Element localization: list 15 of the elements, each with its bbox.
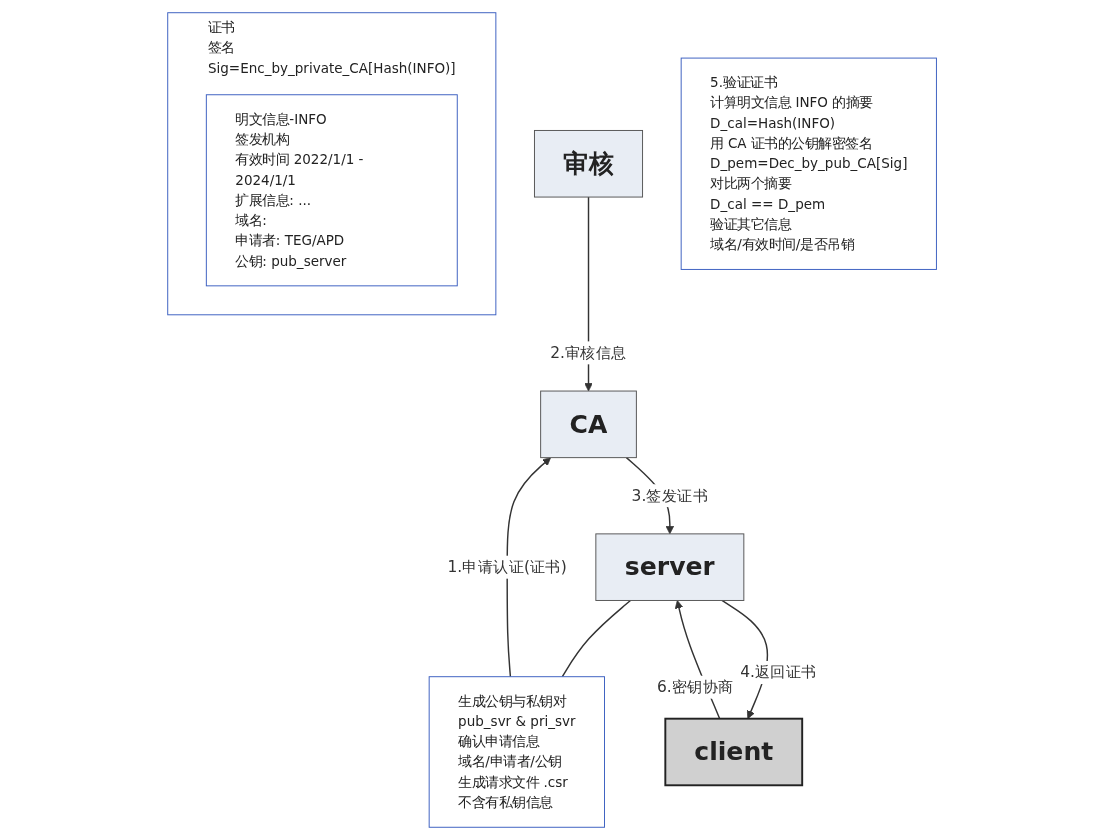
edge-label: 3.签发证书	[632, 486, 709, 505]
node-box: 生成公钥与私钥对 pub_svr & pri_svr 确认申请信息 域名/申请者/公钥 生成请求文件 .csr 不含有私钥信息	[429, 676, 606, 828]
edge-label: 2.审核信息	[550, 343, 628, 362]
node-box: 明文信息-INFO 签发机构 有效时间 2022/1/1 - 2024/1/1 扩展信息: ... 域名: 申请者: TEG/APD 公钥: pub_server	[206, 94, 459, 287]
node-box: server	[595, 533, 745, 601]
node-box: client	[664, 717, 804, 787]
arrow	[584, 196, 594, 392]
connector	[562, 599, 632, 678]
node-box: 5.验证证书 计算明文信息 INFO 的摘要 D_cal=Hash(INFO) 用 CA 证书的公钥解密签名 D_pem=Dec_by_pub_CA[Sig] 对比两个摘要 D_cal == D_pem 验证其它信息 域名/有效时间/是否吊销	[681, 57, 938, 270]
arrow	[506, 457, 552, 678]
edge-label: 6.密钥协商	[657, 677, 734, 696]
node-box: CA	[540, 390, 638, 459]
node-box: 审核	[534, 129, 644, 198]
edge-label: 1.申请认证(证书)	[447, 557, 568, 576]
edge-label: 4.返回证书	[740, 662, 818, 682]
